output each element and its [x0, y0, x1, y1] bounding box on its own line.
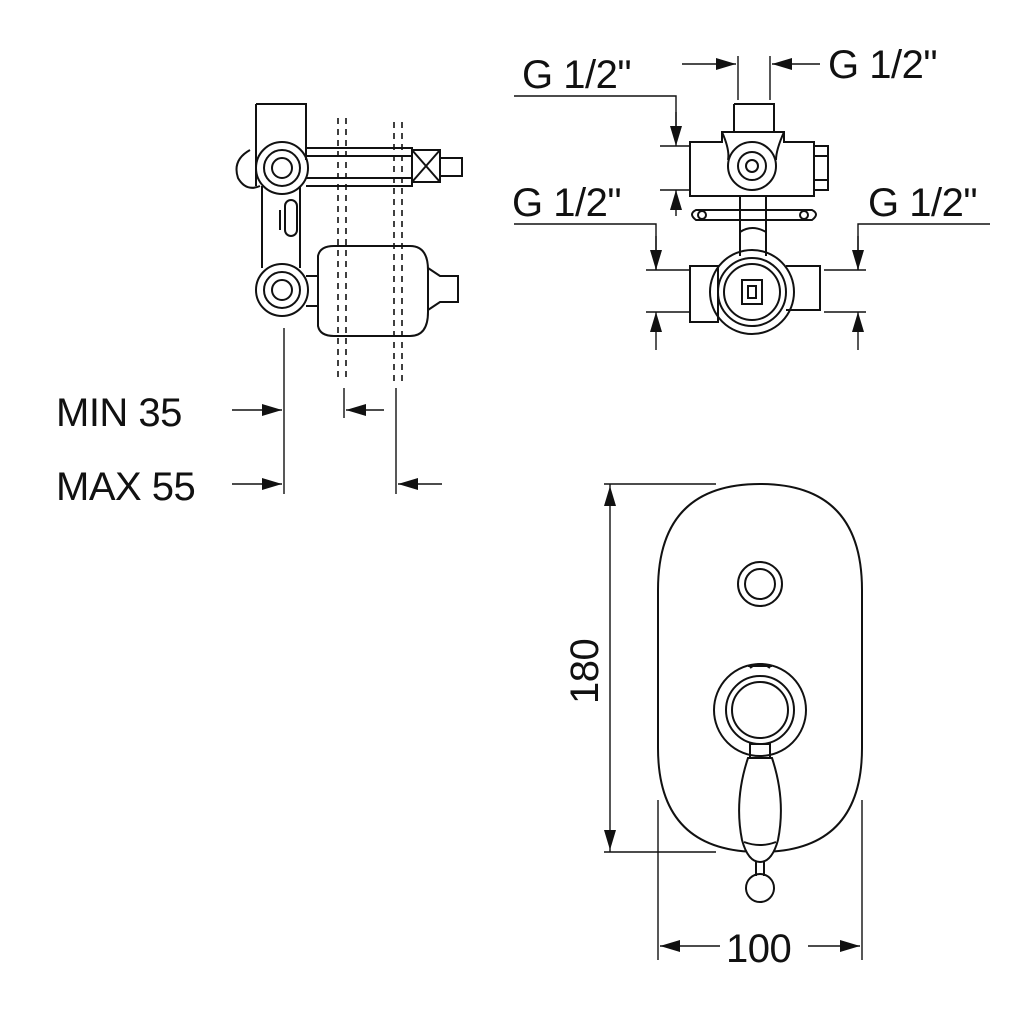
plate-width-label: 100 — [726, 927, 791, 971]
front-view — [514, 56, 990, 350]
plate-height-label: 180 — [563, 639, 607, 704]
thread-label-mid-left: G 1/2" — [512, 181, 621, 225]
side-view — [232, 103, 463, 494]
cover-plate-view — [604, 482, 863, 960]
thread-label-top-left: G 1/2" — [522, 53, 631, 97]
min-depth-label: MIN 35 — [56, 391, 182, 435]
max-depth-label: MAX 55 — [56, 465, 195, 509]
thread-label-mid-right: G 1/2" — [868, 181, 977, 225]
thread-label-top-right: G 1/2" — [828, 43, 937, 87]
